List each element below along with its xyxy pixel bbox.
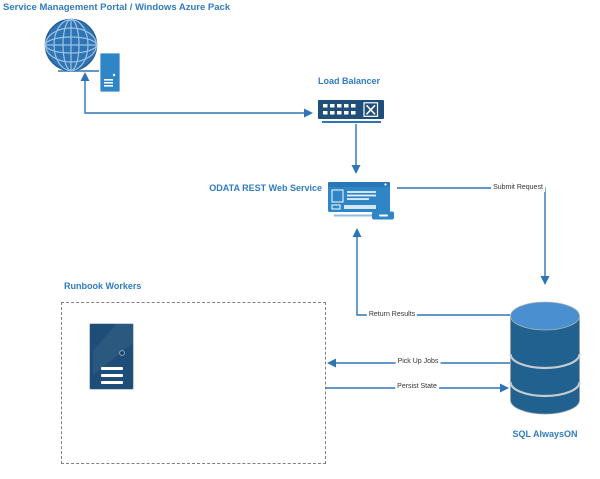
web-form-icon [328,182,390,212]
sql-alwayson-label: SQL AlwaysON [512,429,578,439]
load-balancer-label: Load Balancer [318,76,381,86]
server-icon [100,53,120,92]
load-balancer-icon [318,100,384,119]
runbook-workers-boundary [61,302,326,464]
persist-state-label: Persist State [395,383,439,391]
globe-icon [44,18,98,72]
odata-label: ODATA REST Web Service [209,183,322,193]
connector-arrowheads [80,72,550,393]
slider-icon [334,211,394,220]
database-cylinder-icon [509,301,581,415]
pick-up-jobs-label: Pick Up Jobs [395,358,441,366]
portal-label: Service Management Portal / Windows Azur… [3,2,231,13]
return-results-label: Return Results [366,311,418,319]
runbook-workers-label: Runbook Workers [64,281,142,291]
tower-server-icon [89,323,134,390]
submit-request-label: Submit Request [491,184,545,192]
